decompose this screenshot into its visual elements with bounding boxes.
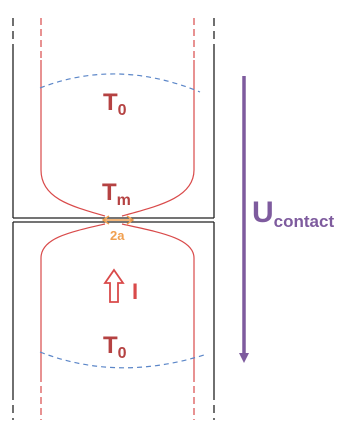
up-arrow-outline-icon — [103, 268, 125, 303]
double-arrow-icon — [101, 215, 135, 225]
upper-conductor — [12, 18, 215, 219]
lower-conductor — [12, 221, 215, 420]
label-2a: 2a — [110, 228, 125, 243]
label-current: I — [132, 279, 138, 304]
label-u-contact: Ucontact — [252, 196, 334, 231]
label-tm: Tm — [102, 179, 131, 209]
bottom-isotherm — [39, 351, 205, 369]
upper-flow-lines — [40, 18, 195, 217]
label-t0-top: T0 — [103, 89, 127, 119]
label-t0-bottom: T0 — [103, 332, 127, 362]
lower-flow-lines — [40, 223, 195, 420]
top-isotherm — [39, 73, 201, 93]
